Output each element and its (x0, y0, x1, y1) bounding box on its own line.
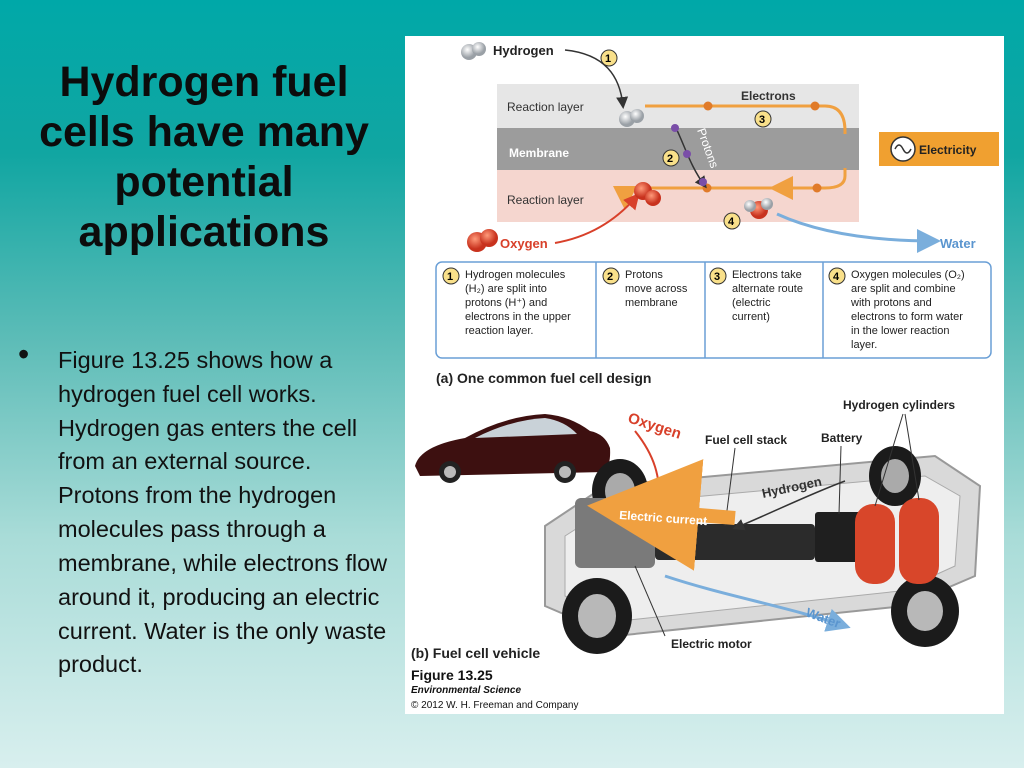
step-explanations (435, 261, 992, 359)
hydrogen-cylinder (899, 498, 939, 584)
electricity-label: Electricity (919, 143, 977, 157)
electron-flow-bottom-arrow (769, 168, 847, 200)
reaction-layer-bottom-label: Reaction layer (507, 193, 584, 207)
cylinder-pointer (904, 413, 920, 501)
electron-dot (703, 101, 713, 111)
reaction-layer-bottom (497, 170, 859, 222)
fuel-cell-stack (655, 524, 815, 560)
proton-dot (699, 178, 707, 186)
electrons-label: Electrons (741, 89, 796, 103)
svg-text:3: 3 (759, 114, 765, 126)
diagram-step-3: 3 (754, 110, 772, 128)
caption-a: (a) One common fuel cell design (436, 370, 651, 386)
svg-text:3: 3 (714, 271, 720, 283)
diagram-step-2: 2 (662, 149, 680, 167)
water-molecule-icon (744, 198, 773, 219)
caption-b: (b) Fuel cell vehicle (411, 645, 540, 661)
svg-text:1: 1 (605, 53, 611, 65)
svg-text:1: 1 (447, 271, 453, 283)
battery-label: Battery (821, 431, 863, 445)
copyright: © 2012 W. H. Freeman and Company (411, 700, 578, 711)
svg-text:2: 2 (607, 271, 613, 283)
electron-flow-top-arrow (645, 104, 847, 134)
svg-text:Oxygen molecules (O₂)are split: Oxygen molecules (O₂)are split and combi… (850, 269, 965, 351)
electron-dot (810, 101, 820, 111)
electric-current-label: Electric current (619, 508, 708, 528)
diagram-step-1: 1 (600, 49, 618, 67)
book-title: Environmental Science (411, 685, 521, 696)
svg-text:Hydrogen molecules(H₂) are spl: Hydrogen molecules(H₂) are split intopro… (465, 269, 571, 337)
electron-dot (812, 183, 822, 193)
bullet-marker: • (18, 336, 30, 372)
figure-13-25: Reaction layer Membrane Reaction layer H… (405, 36, 1004, 714)
svg-text:4: 4 (833, 271, 840, 283)
vehicle-chassis (544, 446, 982, 654)
water-out-arrow (776, 212, 941, 253)
battery-pointer (838, 445, 842, 515)
vehicle-oxygen-label: Oxygen (626, 410, 684, 443)
svg-text:2: 2 (667, 153, 673, 165)
membrane-label: Membrane (509, 146, 569, 160)
fuel-cell-layers: Reaction layer Membrane Reaction layer (497, 84, 859, 222)
oxygen-split-icon (634, 182, 661, 206)
fuel-cell-stack-label: Fuel cell stack (705, 433, 787, 447)
electric-motor-pointer (634, 565, 666, 637)
hydrogen-split-icon (619, 109, 644, 127)
oxygen-label: Oxygen (500, 236, 548, 251)
vehicle-hydrogen-arrow (732, 480, 846, 531)
oxygen-molecule-icon (467, 229, 498, 252)
water-label: Water (940, 236, 976, 251)
hydrogen-cylinder (855, 504, 895, 584)
electric-motor-label: Electric motor (671, 637, 752, 651)
slide-title: Hydrogen fuel cells have many potential … (39, 58, 369, 256)
proton-dot (671, 124, 679, 132)
electric-current-arrow (587, 459, 736, 571)
bullet-text: Figure 13.25 shows how a hydrogen fuel c… (58, 347, 388, 678)
car-side-view (415, 414, 611, 483)
membrane-layer (497, 128, 859, 170)
oxygen-in-arrow (554, 192, 640, 244)
reaction-layer-top-label: Reaction layer (507, 100, 584, 114)
battery (815, 512, 865, 562)
vehicle-water-arrow (664, 574, 851, 632)
diagram-step-4: 4 (723, 212, 741, 230)
cylinder-pointer (874, 413, 904, 507)
proton-dot (683, 150, 691, 158)
hydrogen-in-arrow (564, 49, 629, 109)
sine-wave-icon (894, 144, 912, 154)
hydrogen-label: Hydrogen (493, 43, 554, 58)
svg-text:4: 4 (728, 216, 735, 228)
hydrogen-cylinders-label: Hydrogen cylinders (843, 398, 955, 412)
step-box-4: 4 Oxygen molecules (O₂)are split and com… (828, 267, 965, 351)
hydrogen-molecule-icon (461, 42, 486, 60)
figure-number: Figure 13.25 (411, 667, 493, 683)
